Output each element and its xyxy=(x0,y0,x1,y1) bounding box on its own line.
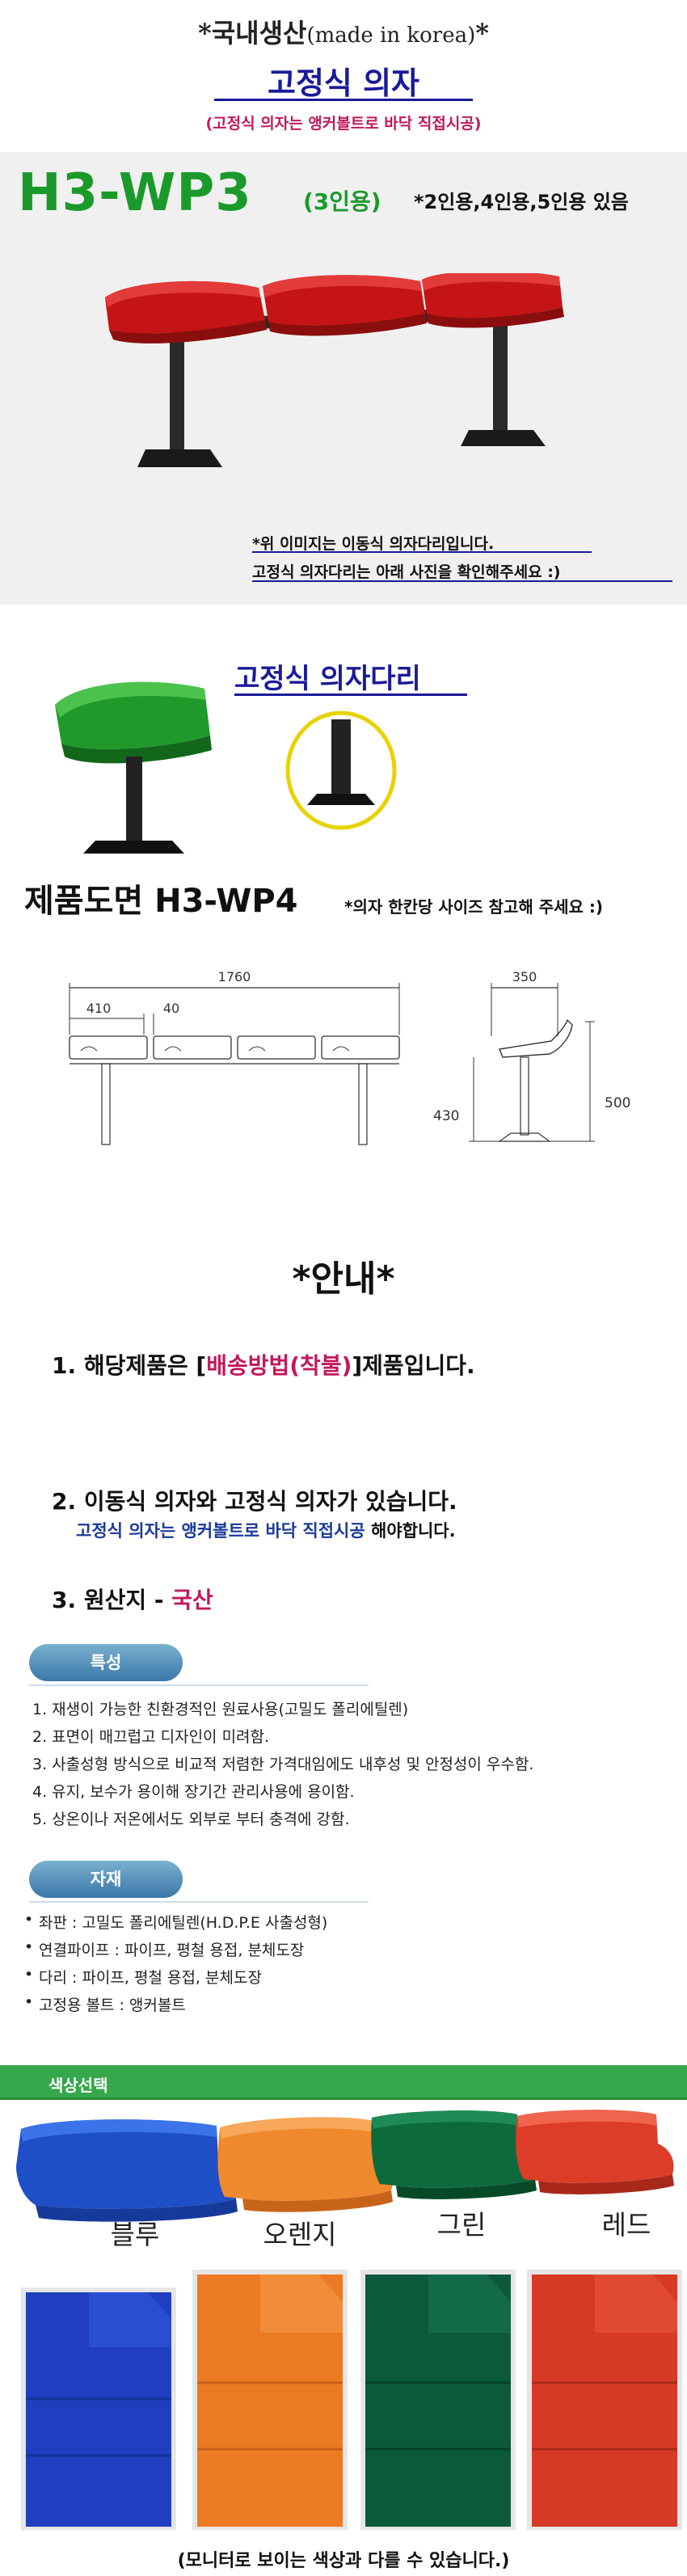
fixed-leg-underline xyxy=(234,694,467,696)
material-item: 좌판 : 고밀도 폴리에틸렌(H.D.P.E 사출성형) xyxy=(24,1911,327,1933)
install-subnote: (고정식 의자는 앵커볼트로 바닥 직접시공) xyxy=(205,115,482,133)
material-item: 연결파이프 : 파이프, 평철 용접, 분체도장 xyxy=(24,1938,304,1960)
notice-item-1-post: ]제품입니다. xyxy=(352,1352,475,1379)
feature-item: 1. 재생이 가능한 친환경적인 원료사용(고밀도 폴리에틸렌) xyxy=(32,1701,409,1718)
dim-seat-width: 410 xyxy=(86,1001,112,1016)
made-in-korea-heading: *국내생산(made in korea)* xyxy=(0,13,687,50)
hero-note-underline1 xyxy=(252,551,592,553)
hero-note-underline2 xyxy=(252,580,672,582)
color-select-bar xyxy=(0,2065,687,2099)
color-name-orange: 오렌지 xyxy=(263,2219,337,2250)
dim-depth: 350 xyxy=(512,969,537,984)
color-name-blue: 블루 xyxy=(110,2219,160,2250)
notice-item-2-sub-post: 해야합니다. xyxy=(365,1521,456,1541)
dim-seat-height: 430 xyxy=(433,1108,459,1124)
notice-heading: *안내* xyxy=(292,1258,395,1300)
feature-item: 5. 상온이나 저온에서도 외부로 부터 충격에 강함. xyxy=(32,1811,350,1828)
hero-note-line1: *위 이미지는 이동식 의자다리입니다. xyxy=(252,535,495,553)
dim-gap: 40 xyxy=(163,1001,179,1016)
bench-product-image xyxy=(105,273,564,467)
dim-total-height: 500 xyxy=(605,1095,630,1111)
dim-total-width: 1760 xyxy=(218,969,251,984)
title-underline xyxy=(214,99,473,101)
hero-note-line2: 고정식 의자다리는 아래 사진을 확인해주세요 :) xyxy=(252,563,561,581)
features-divider xyxy=(29,1684,369,1686)
origin-main: *국내생산 xyxy=(197,18,307,48)
green-chair-image xyxy=(55,681,212,854)
drawing-note: *의자 한칸당 사이즈 참고해 주세요 :) xyxy=(344,897,604,917)
notice-item-1-pre: 1. 해당제품은 [ xyxy=(52,1352,207,1379)
color-disclaimer: (모니터로 보이는 색상과 다를 수 있습니다.) xyxy=(177,2551,510,2571)
notice-item-2-sub-highlight: 고정식 의자는 앵커볼트로 바닥 직접시공 xyxy=(76,1521,365,1541)
origin-paren: (made in korea) xyxy=(306,23,476,48)
material-item: 고정용 볼트 : 앵커볼트 xyxy=(24,1993,186,2015)
materials-label: 자재 xyxy=(29,1861,183,1898)
feature-item: 3. 사출성형 방식으로 비교적 저렴한 가격대임에도 내후성 및 안정성이 우… xyxy=(32,1756,534,1773)
fixed-leg-closeup xyxy=(285,710,397,830)
page-title: 고정식 의자 xyxy=(267,65,420,101)
fixed-leg-title: 고정식 의자다리 xyxy=(234,663,421,695)
color-select-bar-edge xyxy=(0,2097,687,2100)
color-select-label: 색상선택 xyxy=(48,2076,108,2095)
notice-item-3-pre: 3. 원산지 - xyxy=(52,1587,172,1613)
material-item: 다리 : 파이프, 평철 용접, 분체도장 xyxy=(24,1966,262,1988)
drawing-title: 제품도면 H3-WP4 xyxy=(24,883,298,920)
notice-item-2-sub: 고정식 의자는 앵커볼트로 바닥 직접시공 해야합니다. xyxy=(76,1518,456,1542)
notice-item-3-highlight: 국산 xyxy=(171,1587,213,1613)
notice-item-3: 3. 원산지 - 국산 xyxy=(52,1583,213,1615)
notice-item-1-highlight: 배송방법(착불) xyxy=(206,1352,352,1379)
color-name-red: 레드 xyxy=(601,2209,651,2241)
model-code: H3-WP3 xyxy=(18,163,252,223)
variants-note: *2인용,4인용,5인용 있음 xyxy=(414,191,629,213)
features-label: 특성 xyxy=(29,1644,183,1681)
dimension-drawing: 1760 410 40 350 430 500 xyxy=(69,969,630,1145)
color-seats-image xyxy=(16,2110,674,2222)
notice-item-1: 1. 해당제품은 [배송방법(착불)]제품입니다. xyxy=(52,1348,475,1381)
feature-item: 4. 유지, 보수가 용이해 장기간 관리사용에 용이함. xyxy=(32,1783,355,1801)
color-swatches xyxy=(21,2270,682,2530)
notice-item-2: 2. 이동식 의자와 고정식 의자가 있습니다. xyxy=(52,1488,457,1515)
model-seats: (3인용) xyxy=(303,188,381,215)
materials-divider xyxy=(29,1901,369,1903)
hero-panel: H3-WP3 (3인용) *2인용,4인용,5인용 있음 *위 이미지는 이동식… xyxy=(0,152,687,605)
origin-star: * xyxy=(475,18,490,48)
color-name-green: 그린 xyxy=(436,2209,487,2241)
feature-item: 2. 표면이 매끄럽고 디자인이 미려함. xyxy=(32,1728,270,1746)
